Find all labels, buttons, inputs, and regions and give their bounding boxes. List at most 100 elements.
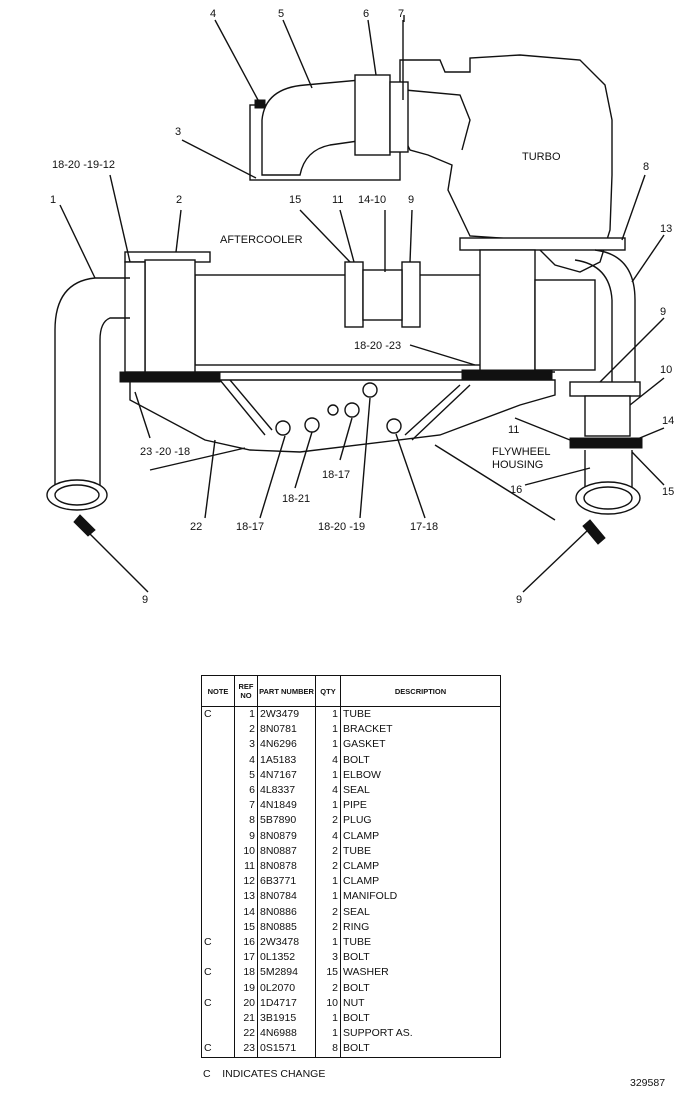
cell-note (202, 783, 235, 798)
header-ref-no: REF NO (234, 675, 258, 707)
cell-note (202, 920, 235, 935)
cell-note (202, 889, 235, 904)
callout: 8 (643, 161, 649, 173)
cell-note: C (204, 936, 212, 949)
cell-description: BOLT (340, 1041, 501, 1058)
callout: 9 (408, 194, 414, 206)
change-indicator-note: C INDICATES CHANGE (203, 1068, 326, 1080)
cell-ref-no: 6 (234, 783, 258, 799)
cell-qty: 1 (315, 1026, 341, 1042)
cell-description: SEAL (340, 904, 501, 920)
callout: 22 (190, 521, 202, 533)
cell-note (202, 950, 235, 965)
cell-note (202, 768, 235, 783)
callout: 15 (662, 486, 674, 498)
cell-part-number: 8N0885 (257, 919, 316, 936)
callout: 9 (516, 594, 522, 606)
cell-description: NUT (340, 995, 501, 1012)
callout: 6 (363, 8, 369, 20)
cell-note: C (204, 996, 212, 1009)
seal-14 (584, 395, 631, 437)
cell-ref-no: 13 (234, 889, 258, 905)
cell-qty: 1 (315, 798, 341, 814)
cell-note (202, 1026, 235, 1041)
cell-qty: 2 (315, 859, 341, 875)
cell-ref-no: 5 (234, 767, 258, 784)
cell-ref-no: 22 (234, 1026, 258, 1042)
cell-qty: 2 (315, 843, 341, 860)
label-housing: HOUSING (492, 459, 543, 471)
cell-note (202, 859, 235, 874)
cell-description: MANIFOLD (340, 889, 501, 905)
callout: 5 (278, 8, 284, 20)
cell-description: BOLT (340, 752, 501, 768)
callout: 17-18 (410, 521, 438, 533)
clamp-11-right (569, 437, 643, 449)
cell-note (202, 829, 235, 844)
cell-ref-no: 15 (234, 919, 258, 936)
cell-description: BOLT (340, 1011, 501, 1027)
cell-description: TUBE (340, 935, 501, 951)
cell-qty: 8 (315, 1041, 341, 1058)
cell-qty: 2 (315, 813, 341, 829)
cell-note (202, 722, 235, 737)
cell-qty: 1 (315, 874, 341, 890)
callout: 23 -20 -18 (140, 446, 190, 458)
cell-qty: 1 (315, 767, 341, 784)
header-description: DESCRIPTION (340, 675, 501, 707)
cell-ref-no: 17 (234, 950, 258, 966)
seal-6 (354, 74, 391, 156)
cell-note: C (204, 708, 212, 720)
manifold-13 (459, 237, 626, 251)
cell-ref-no: 1 (234, 706, 258, 723)
callout: 10 (660, 364, 672, 376)
cell-note (202, 874, 235, 889)
callout: 13 (660, 223, 672, 235)
cell-part-number: 2W3478 (257, 935, 316, 951)
cell-description: WASHER (340, 965, 501, 981)
cell-description: CLAMP (340, 828, 501, 844)
cell-note (202, 981, 235, 996)
cell-qty: 1 (315, 1011, 341, 1027)
cell-ref-no: 11 (234, 859, 258, 875)
cell-qty: 10 (315, 995, 341, 1012)
header-qty: QTY (315, 675, 341, 707)
cell-note (202, 905, 235, 920)
callout: 18-20 -23 (354, 340, 401, 352)
cell-qty: 2 (315, 980, 341, 996)
cell-ref-no: 20 (234, 995, 258, 1012)
cell-part-number: 1A5183 (257, 752, 316, 768)
aftercooler-body (129, 379, 556, 453)
cell-ref-no: 4 (234, 752, 258, 768)
cell-qty: 1 (315, 722, 341, 738)
cell-qty: 2 (315, 904, 341, 920)
cell-description: TUBE (340, 843, 501, 860)
callout: 7 (398, 8, 404, 20)
callout: 11 (508, 424, 519, 436)
cell-description: BRACKET (340, 722, 501, 738)
cell-description: RING (340, 919, 501, 936)
cell-qty: 1 (315, 935, 341, 951)
turbo-edge (404, 89, 471, 151)
cell-ref-no: 10 (234, 843, 258, 860)
cell-part-number: 4N6988 (257, 1026, 316, 1042)
cell-description: PLUG (340, 813, 501, 829)
cell-part-number: 0L1352 (257, 950, 316, 966)
cell-part-number: 6B3771 (257, 874, 316, 890)
cell-part-number: 8N0878 (257, 859, 316, 875)
cell-part-number: 8N0784 (257, 889, 316, 905)
cell-part-number: 8N0879 (257, 828, 316, 844)
clamp-11a (344, 261, 364, 328)
cell-ref-no: 18 (234, 965, 258, 981)
